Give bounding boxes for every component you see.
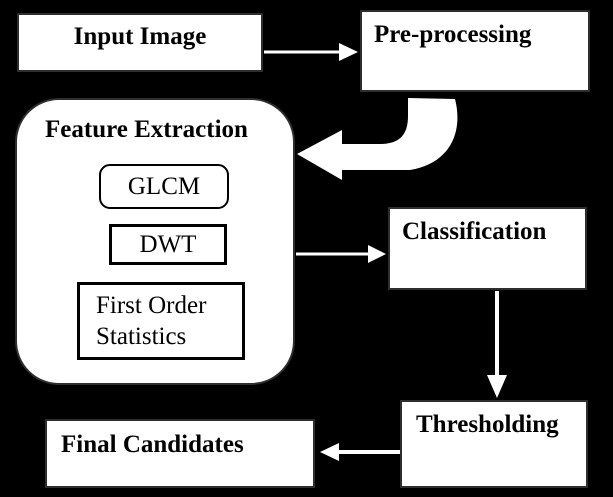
- feature-extraction-label: Feature Extraction: [45, 116, 248, 143]
- arrow-thresholding-to-finalcandidates: [320, 443, 400, 461]
- node-pre-processing: Pre-processing: [360, 10, 590, 92]
- arrow-input-to-preprocessing: [264, 43, 358, 61]
- node-final-candidates: Final Candidates: [45, 419, 315, 488]
- arrow-featureextraction-to-classification: [296, 245, 386, 263]
- node-dwt: DWT: [109, 224, 227, 265]
- node-first-order-statistics: First Order Statistics: [77, 282, 245, 360]
- arrow-classification-to-thresholding: [487, 291, 507, 398]
- node-glcm: GLCM: [99, 164, 229, 209]
- node-thresholding: Thresholding: [400, 400, 588, 488]
- node-input-image: Input Image: [17, 13, 263, 72]
- arrow-preprocessing-to-feature-extraction: [297, 98, 458, 180]
- node-classification: Classification: [388, 207, 587, 290]
- node-feature-extraction: Feature Extraction GLCM DWT First Order …: [15, 98, 295, 385]
